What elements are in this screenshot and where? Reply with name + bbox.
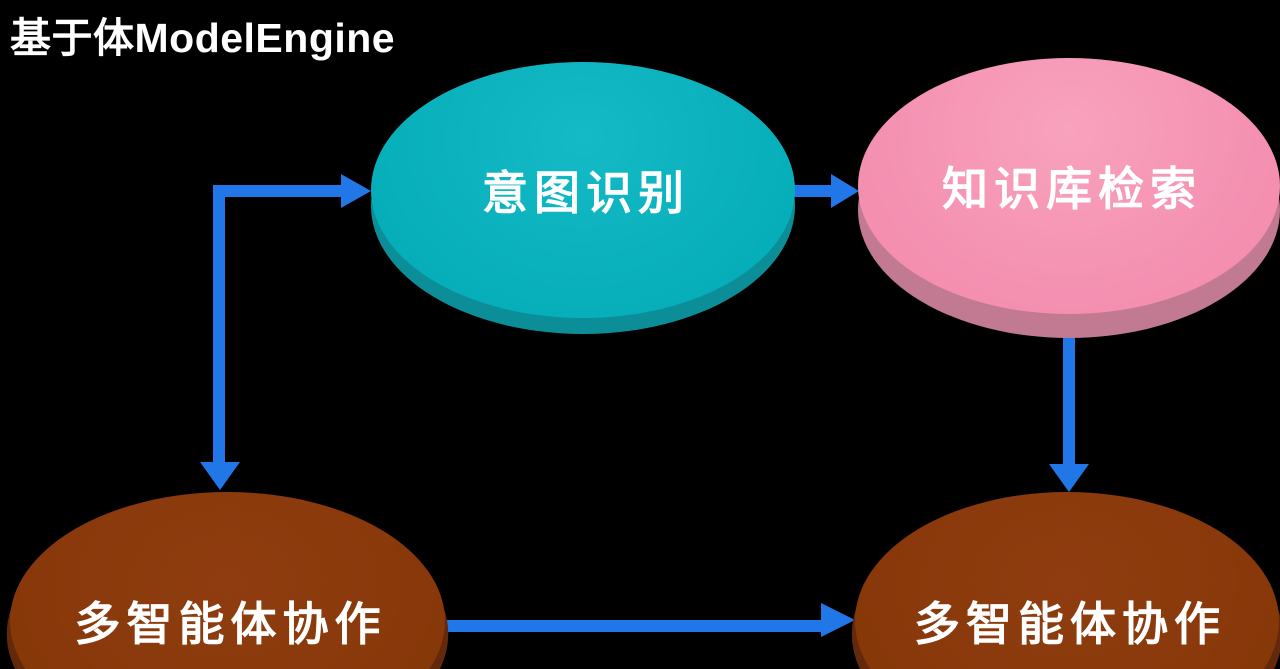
arrowhead-down-icon (1049, 464, 1089, 492)
arrowhead-right-icon (821, 603, 855, 637)
connector-line (443, 620, 821, 632)
node-knowledge-retrieval: 知识库检索 (858, 58, 1280, 338)
arrowhead-right-icon (831, 174, 859, 208)
arrowhead-right-icon (341, 174, 371, 208)
connector-elbow-horizontal-line (213, 185, 341, 197)
node-multi-agent-left: 多智能体协作 (6, 492, 449, 669)
connector-line (1063, 336, 1075, 464)
connector-line (791, 185, 831, 197)
node-label: 意图识别 (482, 167, 690, 219)
node-multi-agent-right: 多智能体协作 (851, 492, 1280, 669)
connector-elbow-vertical-line (213, 185, 225, 462)
node-label: 知识库检索 (942, 163, 1202, 215)
node-label: 多智能体协作 (74, 598, 387, 650)
arrowhead-down-icon (200, 462, 240, 490)
node-intent-recognition: 意图识别 (371, 62, 795, 334)
node-surface (371, 62, 795, 318)
node-label: 多智能体协作 (914, 598, 1226, 650)
node-surface (858, 58, 1280, 314)
diagram-title: 基于体ModelEngine (10, 15, 396, 61)
